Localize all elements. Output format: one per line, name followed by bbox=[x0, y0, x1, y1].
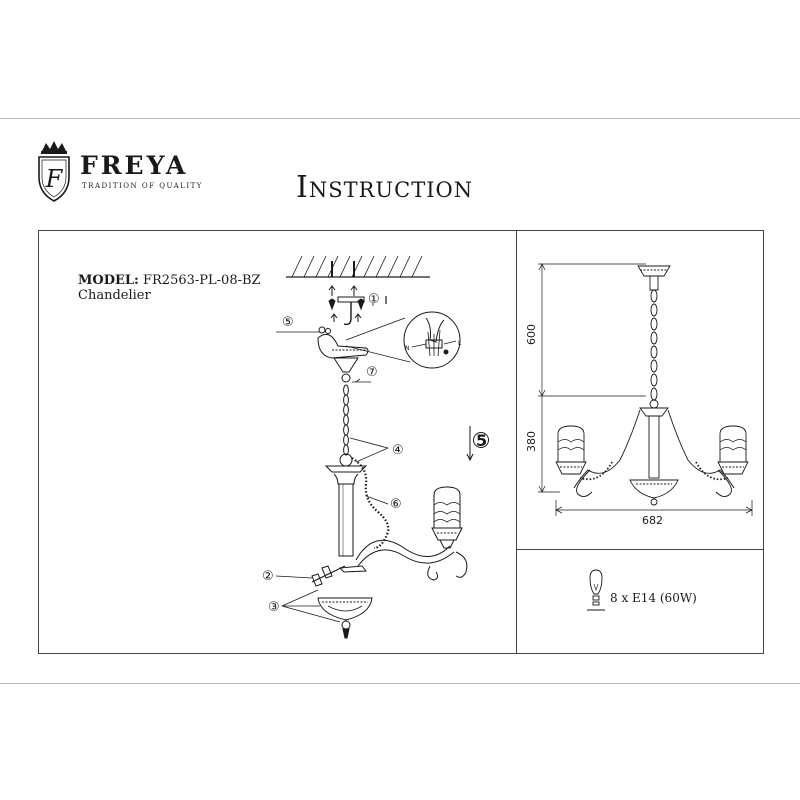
wire-l-label: L bbox=[458, 340, 462, 347]
model-code: FR2563-PL-08-BZ bbox=[142, 273, 261, 288]
model-type: Chandelier bbox=[78, 288, 151, 303]
step-3: ③ bbox=[268, 600, 280, 615]
chandelier-body bbox=[324, 453, 368, 557]
assembly-panel bbox=[38, 230, 517, 654]
ceiling-hatch bbox=[286, 255, 430, 278]
model-label: MODEL: bbox=[78, 273, 139, 288]
dim-shade-right bbox=[717, 425, 749, 475]
wiring-zoom: N L bbox=[345, 311, 462, 369]
dim-body-height: 380 bbox=[525, 431, 538, 452]
brand-tagline: TRADITION OF QUALITY bbox=[82, 182, 203, 190]
brand-name: FREYA bbox=[80, 151, 189, 180]
step-7: ⑦ bbox=[366, 365, 378, 380]
lamp-shade bbox=[431, 486, 463, 549]
bulb-spec-text: 8 x E14 (60W) bbox=[610, 591, 697, 605]
step-5-arrow: 5 bbox=[476, 431, 487, 450]
bulb-spec-panel bbox=[516, 549, 764, 654]
dimension-lines bbox=[538, 263, 753, 516]
dim-chain bbox=[650, 289, 658, 401]
step-1: ① bbox=[368, 292, 380, 307]
bulb-holders bbox=[311, 565, 368, 587]
wire-n-label: N bbox=[405, 345, 410, 352]
instruction-sheet bbox=[0, 118, 800, 684]
freya-crest-icon: F bbox=[38, 141, 70, 202]
lamp-arm bbox=[355, 539, 468, 581]
dim-body bbox=[629, 399, 679, 506]
bulb-icon bbox=[587, 569, 605, 611]
down-arrow-icon bbox=[466, 426, 474, 462]
page-title: Instruction bbox=[296, 170, 474, 205]
step-2: ② bbox=[262, 569, 274, 584]
dim-shade-left bbox=[555, 425, 587, 475]
bottom-bowl bbox=[317, 597, 373, 639]
dim-chain-height: 600 bbox=[525, 324, 538, 345]
leader-lines bbox=[275, 303, 389, 623]
step-4: ④ bbox=[392, 443, 404, 458]
dim-width: 682 bbox=[642, 514, 663, 527]
mounting-screws bbox=[328, 285, 365, 326]
crest-letter: F bbox=[45, 165, 64, 193]
model-line: MODEL: FR2563-PL-08-BZ bbox=[78, 273, 261, 289]
canopy bbox=[317, 326, 369, 383]
dim-arms bbox=[573, 409, 735, 497]
step-6: ⑥ bbox=[390, 497, 402, 512]
chain bbox=[343, 384, 349, 456]
step-5-canopy: ⑤ bbox=[282, 315, 294, 330]
